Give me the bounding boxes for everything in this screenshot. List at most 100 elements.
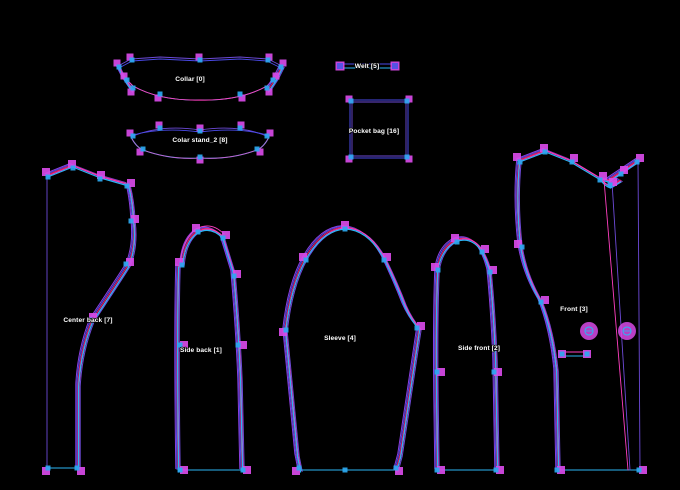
front-node-6[interactable] [636, 154, 644, 162]
side-back-node-7[interactable] [235, 342, 241, 348]
front-node-9[interactable] [554, 467, 560, 473]
side-back-node-0[interactable] [179, 262, 185, 268]
collar-stand-node-0[interactable] [130, 133, 136, 139]
collar-stand-node-7[interactable] [254, 146, 260, 152]
sleeve-node-3[interactable] [383, 253, 391, 261]
front-buttons[interactable] [580, 322, 636, 340]
sleeve-node-0[interactable] [283, 327, 289, 333]
collar-stand-node-7[interactable] [256, 148, 264, 156]
collar-stand-node-1[interactable] [157, 125, 163, 131]
front-node-3[interactable] [599, 172, 607, 180]
front-welt-inner-node-0[interactable] [559, 351, 565, 357]
center-back-node-4[interactable] [131, 215, 139, 223]
center-back-node-8[interactable] [74, 465, 80, 471]
front-node-7[interactable] [514, 240, 522, 248]
side-back-node-1[interactable] [195, 229, 201, 235]
side-back-node-1[interactable] [192, 224, 200, 232]
collar-node-6[interactable] [130, 85, 136, 91]
center-back-node-2[interactable] [97, 176, 103, 182]
collar-stand-node-5[interactable] [136, 148, 144, 156]
front-node-2[interactable] [570, 154, 578, 162]
side-back-nodes[interactable] [175, 224, 251, 474]
front-node-8[interactable] [541, 296, 549, 304]
side-front-node-0[interactable] [435, 267, 441, 273]
sleeve-node-6[interactable] [393, 465, 399, 471]
collar-node-9[interactable] [154, 94, 162, 102]
front-node-6[interactable] [634, 159, 640, 165]
side-front-node-5[interactable] [496, 466, 504, 474]
side-front-node-4[interactable] [434, 467, 440, 473]
center-back-node-2[interactable] [97, 171, 105, 179]
center-back-node-1[interactable] [70, 165, 76, 171]
piece-side-front[interactable]: Side front [2] [431, 234, 504, 474]
side-front-node-1[interactable] [451, 234, 459, 242]
collar-node-1[interactable] [126, 53, 134, 61]
side-back-node-5[interactable] [240, 467, 246, 473]
collar-node-9[interactable] [157, 91, 163, 97]
sleeve-node-6[interactable] [395, 467, 403, 475]
piece-front[interactable]: Front [3] [513, 144, 647, 474]
sleeve-node-5[interactable] [292, 467, 300, 475]
pocket-bag-node-2[interactable] [404, 154, 410, 160]
welt-inner-node-1[interactable] [392, 63, 398, 69]
collar-nodes[interactable] [113, 53, 287, 102]
collar-node-8[interactable] [272, 72, 280, 80]
piece-welt[interactable]: Welt [5] [335, 61, 400, 71]
side-front-node-5[interactable] [493, 467, 499, 473]
sleeve-node-2[interactable] [341, 221, 349, 229]
side-back-node-0[interactable] [175, 258, 183, 266]
front-node-3[interactable] [597, 177, 603, 183]
front-node-4[interactable] [607, 182, 613, 188]
welt-nodes[interactable] [335, 61, 400, 71]
front-node-1[interactable] [542, 149, 548, 155]
front-node-10[interactable] [636, 467, 642, 473]
collar-node-8[interactable] [270, 77, 276, 83]
welt-inner-node-0[interactable] [337, 63, 343, 69]
collar-stand-node-2[interactable] [197, 128, 203, 134]
piece-sleeve[interactable]: Sleeve [4] [279, 221, 425, 475]
side-front-node-4[interactable] [437, 466, 445, 474]
sleeve-node-1[interactable] [303, 257, 309, 263]
collar-stand-node-5[interactable] [140, 146, 146, 152]
side-back-node-5[interactable] [243, 466, 251, 474]
collar-stand-node-6[interactable] [196, 156, 204, 164]
center-back-node-0[interactable] [45, 174, 51, 180]
pocket-bag-nodes[interactable] [345, 95, 413, 163]
front-node-9[interactable] [557, 466, 565, 474]
center-back-node-5[interactable] [126, 258, 134, 266]
sleeve-node-3[interactable] [381, 257, 387, 263]
front-node-8[interactable] [538, 299, 544, 305]
sleeve-node-4[interactable] [414, 325, 420, 331]
collar-node-0[interactable] [116, 64, 122, 70]
front-node-5[interactable] [618, 171, 624, 177]
piece-collar[interactable]: Collar [0] [113, 53, 287, 102]
collar-stand-nodes[interactable] [126, 121, 274, 164]
collar-stand-node-0[interactable] [126, 129, 134, 137]
center-back-node-5[interactable] [123, 261, 129, 267]
front-node-4[interactable] [609, 178, 617, 186]
side-front-node-3[interactable] [487, 269, 493, 275]
sleeve-node-7[interactable] [342, 467, 348, 473]
side-front-node-1[interactable] [454, 239, 460, 245]
sleeve-node-1[interactable] [299, 253, 307, 261]
center-back-node-0[interactable] [42, 168, 50, 176]
collar-node-10[interactable] [238, 94, 246, 102]
collar-node-10[interactable] [237, 91, 243, 97]
center-back-node-8[interactable] [77, 467, 85, 475]
collar-stand-node-4[interactable] [266, 129, 274, 137]
collar-node-7[interactable] [265, 88, 273, 96]
pocket-bag-node-1[interactable] [404, 98, 410, 104]
side-front-node-2[interactable] [481, 245, 489, 253]
front-node-1[interactable] [540, 144, 548, 152]
collar-stand-node-6[interactable] [197, 154, 203, 160]
side-front-node-6[interactable] [437, 368, 445, 376]
collar-node-4[interactable] [278, 64, 284, 70]
side-back-node-4[interactable] [180, 466, 188, 474]
collar-node-7[interactable] [264, 85, 270, 91]
collar-node-5[interactable] [124, 77, 130, 83]
collar-stand-node-3[interactable] [237, 125, 243, 131]
center-back-node-3[interactable] [127, 179, 135, 187]
side-front-node-2[interactable] [479, 249, 485, 255]
